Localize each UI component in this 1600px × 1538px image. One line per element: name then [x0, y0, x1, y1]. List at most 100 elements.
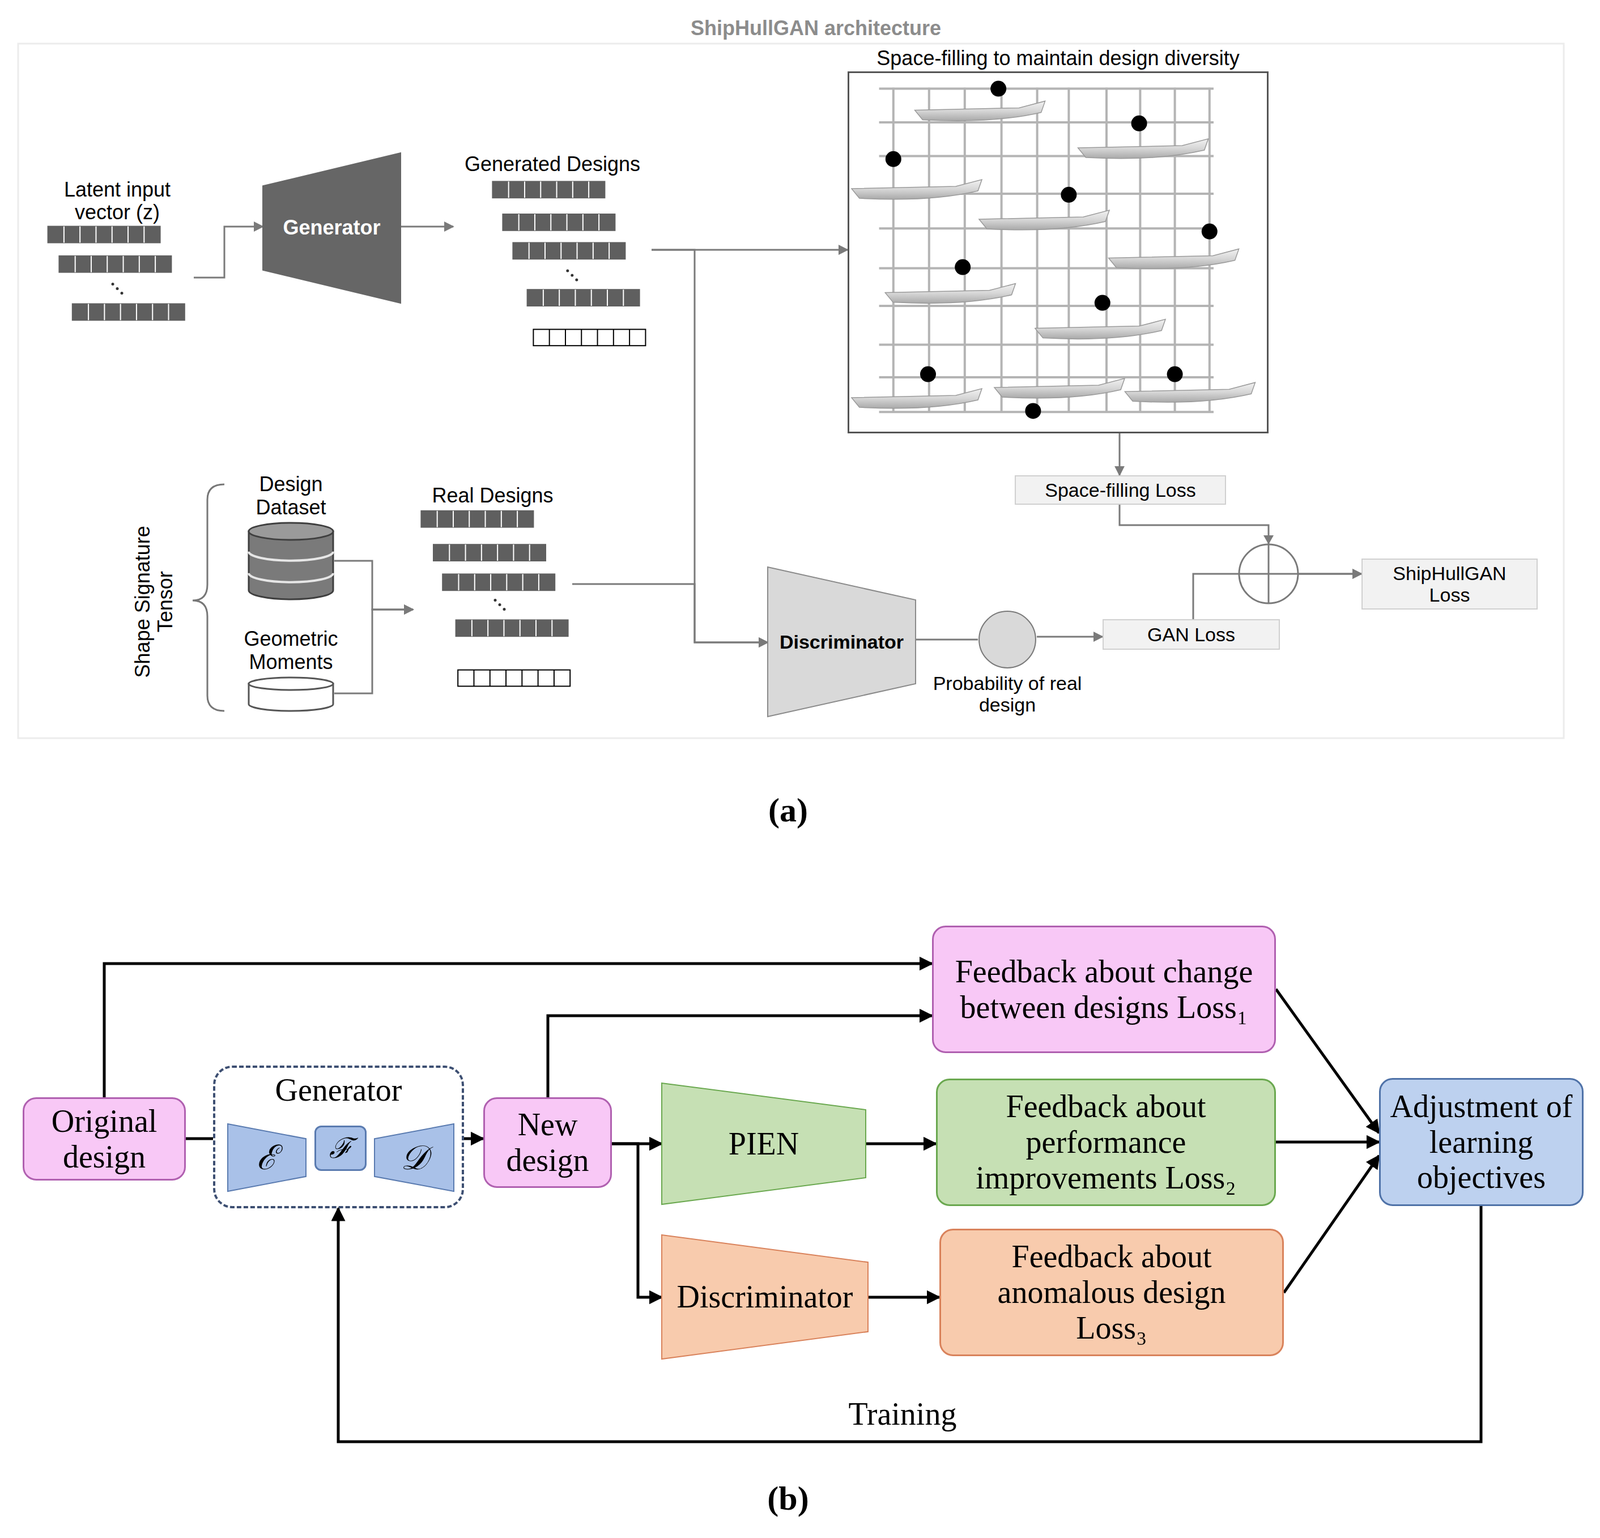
sum-junction — [1267, 544, 1270, 604]
database-cylinder: Geometric Moments — [247, 677, 335, 712]
node-label: 𝒟 — [400, 1138, 428, 1177]
process-box: Feedback about change between designs Lo… — [932, 925, 1276, 1054]
process-box: Original design — [22, 1097, 186, 1181]
node-label: ℱ — [329, 1132, 353, 1165]
grid-line — [879, 343, 1214, 346]
node-label: Feedback about anomalous design Loss₃ — [958, 1239, 1265, 1346]
connector — [865, 1142, 936, 1146]
node-label: Geometric Moments — [228, 627, 354, 674]
connector — [334, 560, 414, 610]
sample-dot — [1201, 223, 1218, 240]
sample-dot — [920, 366, 936, 383]
node-label: Space-filling Loss — [1044, 479, 1196, 501]
panel-frame — [18, 43, 1564, 739]
node-text: ShipHullGAN Loss — [1384, 562, 1516, 606]
connector — [1036, 636, 1103, 638]
process-box: ℱ — [314, 1125, 367, 1172]
space-filling-grid — [851, 81, 1255, 420]
node-label: Generated Designs — [453, 152, 652, 176]
grid-line — [879, 410, 1214, 414]
node-label: Design Dataset — [234, 473, 348, 519]
connector — [1275, 1141, 1380, 1144]
connector — [400, 226, 454, 228]
node-text: Feedback about change between designs Lo… — [951, 954, 1258, 1025]
node-text: Adjustment of learning objectives — [1387, 1088, 1576, 1196]
sample-dot — [1060, 186, 1077, 203]
node-label: Generator — [282, 216, 381, 240]
ship-hull — [1108, 248, 1240, 269]
process-box: ShipHullGAN Loss — [1361, 558, 1538, 610]
connector — [1275, 989, 1380, 1134]
arrowhead — [1263, 535, 1274, 545]
panel-letter: (a) — [754, 791, 823, 830]
node-label: Discriminator — [779, 631, 904, 653]
grid-line — [892, 87, 895, 412]
grid-line — [928, 87, 931, 412]
node-label: Probability of real design — [930, 672, 1084, 716]
cylinder — [247, 677, 335, 712]
node-label: Original design — [31, 1103, 178, 1175]
node-text: Latent input vector (z) — [40, 178, 194, 225]
grid-line — [1105, 87, 1108, 412]
node-text: Generator — [215, 1072, 462, 1109]
ship-hull — [851, 179, 982, 200]
circle-shape — [977, 610, 1037, 670]
process-box: Feedback about performance improvements … — [935, 1078, 1276, 1207]
trapezoid-block: Generator — [262, 152, 401, 304]
ship-hull — [994, 378, 1125, 399]
panel-letter: (b) — [754, 1479, 823, 1518]
node-text: Discriminator — [676, 1279, 853, 1316]
connector — [104, 963, 933, 1098]
node-text: ℱ — [329, 1132, 353, 1165]
node-text: Space-filling Loss — [1044, 479, 1196, 501]
node-label: Feedback about performance improvements … — [952, 1088, 1259, 1196]
bracket — [192, 484, 225, 712]
vector-bars — [453, 152, 652, 352]
sample-dot — [1131, 115, 1148, 132]
process-box: Feedback about anomalous design Loss₃ — [939, 1228, 1284, 1357]
arrowhead — [1188, 576, 1199, 586]
sum-junction — [1239, 544, 1299, 604]
node-text: ℰ — [256, 1138, 278, 1177]
sample-dot — [1167, 366, 1184, 383]
vector-stack: Generated Designs — [453, 152, 652, 352]
connector — [547, 1015, 933, 1098]
node-text: Generated Designs — [453, 152, 652, 176]
node-text: Space-filling to maintain design diversi… — [843, 47, 1274, 70]
process-box: Adjustment of learning objectives — [1379, 1078, 1584, 1207]
generator-group: Generatorℰ ℱ 𝒟 — [213, 1065, 465, 1209]
node-text: Real Designs — [413, 484, 573, 508]
connector — [1118, 433, 1121, 476]
connector — [334, 609, 414, 694]
node-text: Design Dataset — [234, 473, 348, 519]
process-box: Space-filling Loss — [1014, 475, 1227, 505]
node-text: PIEN — [728, 1126, 799, 1163]
process-box: New design — [483, 1097, 612, 1189]
grid-line — [963, 87, 967, 412]
node-text: 𝒟 — [400, 1138, 428, 1177]
process-box: GAN Loss — [1102, 619, 1280, 650]
node-text: GAN Loss — [1147, 623, 1236, 646]
vector-bars — [413, 484, 573, 692]
grid-line — [879, 87, 1214, 91]
connector — [1283, 1155, 1380, 1293]
node-label: ShipHullGAN Loss — [1384, 562, 1516, 606]
node-label: Generator — [215, 1072, 462, 1109]
connector — [185, 1137, 214, 1141]
node-label: Real Designs — [413, 484, 573, 508]
sample-dot — [1024, 402, 1041, 419]
ship-hull — [979, 210, 1110, 231]
connector — [193, 226, 263, 278]
connector — [572, 584, 768, 643]
node-label: Adjustment of learning objectives — [1387, 1088, 1576, 1196]
grid-line — [1000, 87, 1003, 412]
node-text: New design — [491, 1107, 604, 1178]
sample-dot — [1094, 295, 1111, 312]
node-text: Original design — [31, 1103, 178, 1175]
cylinder — [247, 522, 335, 600]
connector — [611, 1143, 662, 1298]
trapezoid-block: Discriminator — [767, 567, 916, 717]
sample-dot — [885, 151, 902, 168]
node-label: Latent input vector (z) — [40, 178, 194, 225]
